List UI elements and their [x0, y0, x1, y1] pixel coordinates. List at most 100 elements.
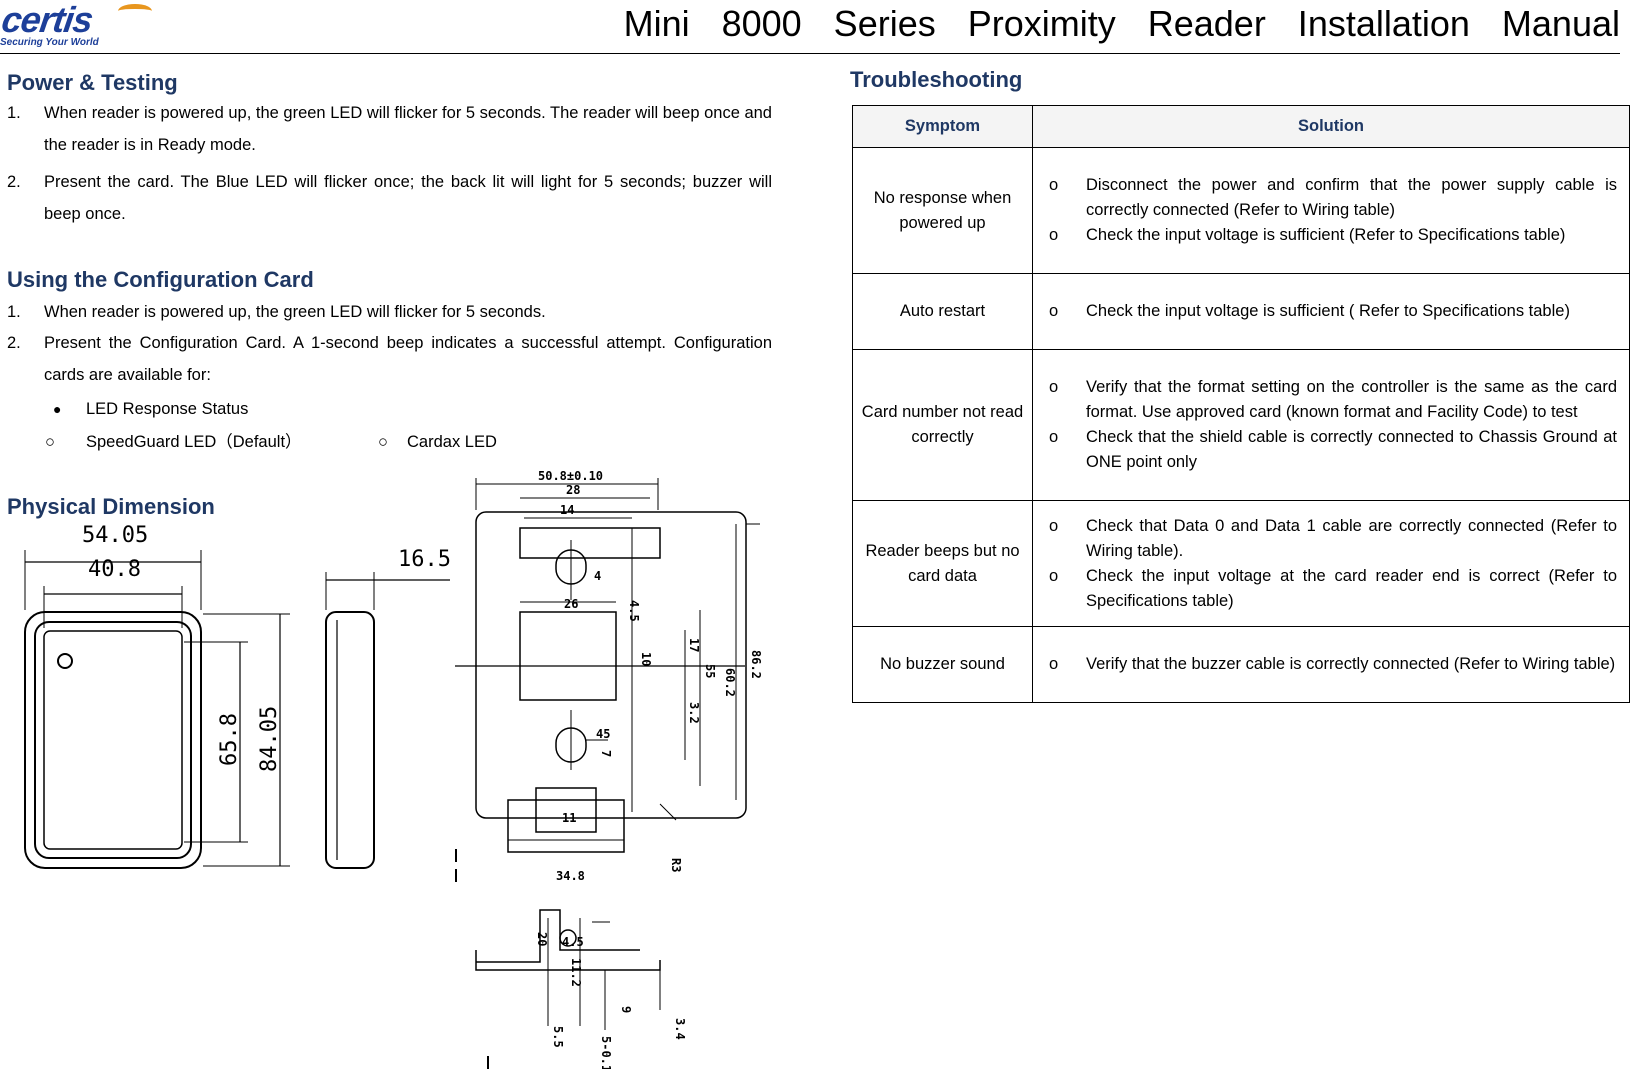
- table-row: Reader beeps but no card data o Check th…: [852, 500, 1630, 627]
- solution-bullet: o: [1049, 378, 1059, 396]
- symptom-cell: No buzzer sound: [852, 626, 1033, 703]
- table-header-row: Symptom Solution: [852, 105, 1630, 148]
- dim-back-label: 11: [562, 811, 576, 825]
- solution-text: Disconnect the power and confirm that th…: [1086, 176, 1617, 219]
- dim-back-label: 10: [639, 652, 653, 666]
- bullet-led-response: LED Response Status: [86, 400, 249, 418]
- solution-text: Check the input voltage at the card read…: [1086, 566, 1617, 610]
- item-number: 2.: [7, 334, 21, 352]
- solution-text: Check that the shield cable is correctly…: [1086, 428, 1617, 471]
- logo-swoosh-icon: [118, 4, 152, 18]
- solution-cell: o Verify that the format setting on the …: [1032, 349, 1630, 501]
- config-item-2: 2. Present the Configuration Card. A 1-s…: [7, 327, 772, 391]
- symptom-cell: Card number not read correctly: [852, 349, 1033, 501]
- dim-back-label: 4: [594, 569, 601, 583]
- dim-section-label: 5-0.10: [599, 1036, 613, 1069]
- back-view: [455, 478, 760, 853]
- dim-front-height-inner: 65.8: [217, 713, 242, 766]
- circle-bullet-icon: ○: [45, 433, 55, 451]
- column-header-solution: Solution: [1032, 105, 1630, 148]
- solution-text: Verify that the buzzer cable is correctl…: [1086, 655, 1616, 673]
- table-row: No response when powered up o Disconnect…: [852, 147, 1630, 274]
- certis-logo: certis Securing Your World: [0, 0, 160, 50]
- troubleshooting-table: Symptom Solution No response when powere…: [852, 105, 1630, 703]
- dim-back-label: 60.2: [723, 668, 737, 697]
- circle-bullet-icon: ○: [378, 433, 388, 451]
- solution-text: Check the input voltage is sufficient (R…: [1086, 226, 1566, 244]
- dim-back-label: 26: [564, 597, 578, 611]
- side-view: [325, 572, 450, 869]
- logo-wordmark: certis: [0, 0, 96, 40]
- dim-back-label: 3.2: [687, 702, 701, 724]
- heading-physical-dimension: Physical Dimension: [7, 494, 215, 519]
- solution-bullet: o: [1049, 566, 1059, 585]
- dim-back-label: 55: [703, 664, 717, 678]
- dim-back-label: R3: [669, 858, 683, 872]
- dim-back-label: 14: [560, 503, 574, 517]
- table-row: No buzzer sound o Verify that the buzzer…: [852, 626, 1630, 703]
- solution-text: Check that Data 0 and Data 1 cable are c…: [1086, 516, 1617, 560]
- solution-text: Check the input voltage is sufficient ( …: [1086, 302, 1570, 320]
- item-text: When reader is powered up, the green LED…: [44, 104, 772, 154]
- column-header-symptom: Symptom: [852, 105, 1033, 148]
- dim-front-width-outer: 54.05: [82, 523, 148, 548]
- dim-section-label: 20: [535, 932, 549, 946]
- dim-section-label: 4.5: [562, 935, 584, 949]
- solution-item: o Check that Data 0 and Data 1 cable are…: [1049, 514, 1617, 564]
- solution-bullet: o: [1049, 428, 1059, 446]
- dim-section-label: 5.5: [551, 1026, 565, 1048]
- dim-back-label: 4.5: [627, 600, 641, 622]
- table-row: Card number not read correctly o Verify …: [852, 349, 1630, 501]
- solution-item: o Verify that the buzzer cable is correc…: [1049, 652, 1617, 677]
- table-row: Auto restart o Check the input voltage i…: [852, 273, 1630, 350]
- heading-configuration-card: Using the Configuration Card: [7, 267, 314, 292]
- front-view: [24, 550, 290, 869]
- symptom-cell: Reader beeps but no card data: [852, 500, 1033, 627]
- dim-back-label: 17: [687, 638, 701, 652]
- symptom-cell: No response when powered up: [852, 147, 1033, 274]
- dim-back-label: 7: [599, 750, 613, 757]
- item-number: 1.: [7, 303, 21, 321]
- solution-item: o Verify that the format setting on the …: [1049, 375, 1617, 425]
- dim-section-label: 11.2: [569, 958, 583, 987]
- dim-section-label: 3.4: [673, 1018, 687, 1040]
- heading-troubleshooting: Troubleshooting: [850, 67, 1023, 92]
- power-item-2: 2. Present the card. The Blue LED will f…: [7, 166, 772, 230]
- solution-bullet: o: [1049, 226, 1059, 244]
- dim-front-height-outer: 84.05: [257, 706, 282, 772]
- solution-cell: o Check the input voltage is sufficient …: [1032, 273, 1630, 350]
- dim-side-depth: 16.5: [398, 547, 451, 572]
- dim-back-top-width: 50.8±0.10: [538, 470, 603, 483]
- item-text: When reader is powered up, the green LED…: [44, 303, 546, 321]
- section-detail: [455, 849, 661, 1069]
- solution-bullet: o: [1049, 176, 1059, 194]
- solution-cell: o Verify that the buzzer cable is correc…: [1032, 626, 1630, 703]
- solution-text: Verify that the format setting on the co…: [1086, 378, 1617, 421]
- solution-cell: o Check that Data 0 and Data 1 cable are…: [1032, 500, 1630, 627]
- option-speedguard-led: SpeedGuard LED（Default）: [86, 433, 302, 451]
- item-text: Present the Configuration Card. A 1-seco…: [44, 334, 772, 384]
- item-text: Present the card. The Blue LED will flic…: [44, 173, 772, 223]
- document-title: Mini 8000 Series Proximity Reader Instal…: [623, 3, 1620, 44]
- solution-item: o Check the input voltage at the card re…: [1049, 564, 1617, 614]
- symptom-cell: Auto restart: [852, 273, 1033, 350]
- dim-section-label: 9: [619, 1006, 633, 1013]
- dim-back-label: 45: [596, 727, 610, 741]
- solution-item: o Disconnect the power and confirm that …: [1049, 173, 1617, 223]
- dim-back-label: 34.8: [556, 869, 585, 883]
- item-number: 2.: [7, 173, 21, 191]
- solution-bullet: o: [1049, 302, 1059, 320]
- header-divider: [0, 53, 1620, 54]
- dim-back-label: 28: [566, 483, 580, 497]
- power-item-1: 1. When reader is powered up, the green …: [7, 97, 772, 161]
- dimension-drawing: 54.05 40.8 65.8 84.05 16.5 50.8±0.10 28 …: [24, 470, 763, 1069]
- logo-tagline: Securing Your World: [0, 37, 99, 48]
- bullet-dot-icon: ●: [53, 401, 62, 417]
- dim-back-label: 86.2: [749, 650, 763, 679]
- config-item-1: 1. When reader is powered up, the green …: [7, 296, 772, 328]
- solution-bullet: o: [1049, 516, 1059, 535]
- dim-front-width-inner: 40.8: [88, 557, 141, 582]
- item-number: 1.: [7, 104, 21, 122]
- solution-item: o Check that the shield cable is correct…: [1049, 425, 1617, 475]
- solution-cell: o Disconnect the power and confirm that …: [1032, 147, 1630, 274]
